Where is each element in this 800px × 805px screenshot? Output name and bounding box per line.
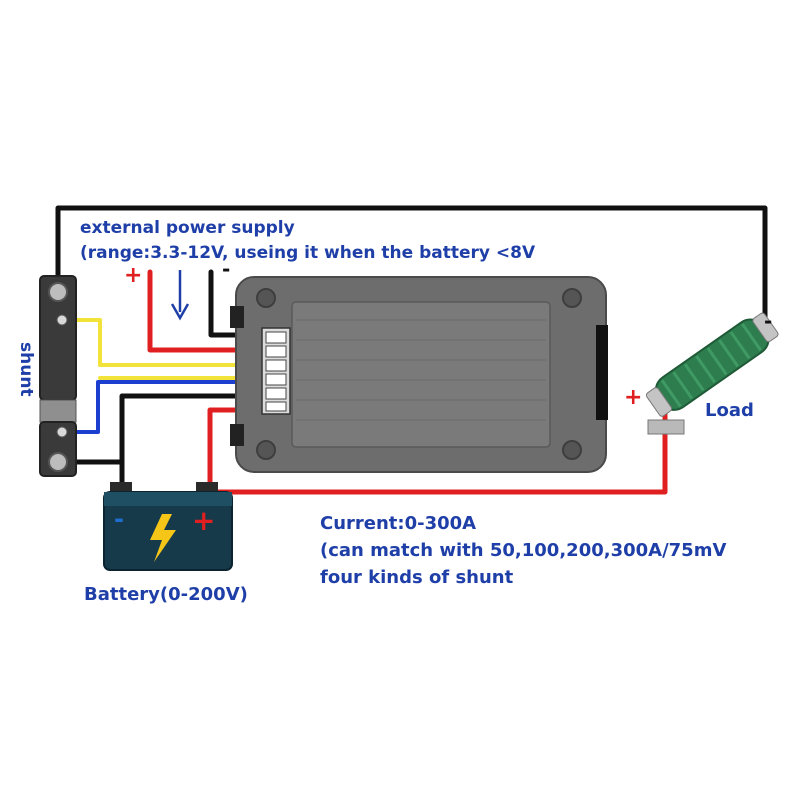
ext-supply-line2: (range:3.3-12V, useing it when the batte… [80,243,536,263]
battery-minus-sign: - [114,505,124,533]
battery-plus-sign: + [192,504,215,537]
shunt-label: shunt [16,342,36,397]
load-mount-bracket [647,419,685,435]
ext-supply-line1: external power supply [80,218,295,238]
ext-plus-sign: + [124,263,142,288]
load-resistor [645,312,779,435]
shunt-bolt-top [48,282,68,302]
ext-minus-sign: - [222,257,230,281]
down-arrow-icon [170,270,190,321]
lightning-icon [150,514,176,562]
current-line3: four kinds of shunt [320,567,514,588]
terminal-block [261,327,291,415]
wire-blue [60,380,274,434]
load-minus-sign: - [764,309,772,333]
load-plus-sign: + [624,385,642,410]
wire-red-ext-plus [147,269,275,353]
side-connector-right [596,325,608,420]
wire-black-battery-minus [59,393,275,465]
shunt [39,275,77,477]
wire-black-top-loop [55,205,768,325]
screw-hole-bottom-left [256,440,276,460]
load-label: Load [705,400,754,421]
screw-hole-top-left [256,288,276,308]
current-line2: (can match with 50,100,200,300A/75mV [320,540,726,561]
meter-module [230,276,608,473]
clip-left-bottom [230,424,244,446]
wire-yellow-upper [60,318,274,367]
screw-hole-bottom-right [562,440,582,460]
shunt-terminal-lower [56,426,68,438]
screw-hole-top-right [562,288,582,308]
battery-label: Battery(0-200V) [84,584,248,605]
current-line1: Current:0-300A [320,513,476,534]
shunt-terminal-upper [56,314,68,326]
battery [103,482,233,571]
clip-left-top [230,306,244,328]
shunt-bolt-bottom [48,452,68,472]
